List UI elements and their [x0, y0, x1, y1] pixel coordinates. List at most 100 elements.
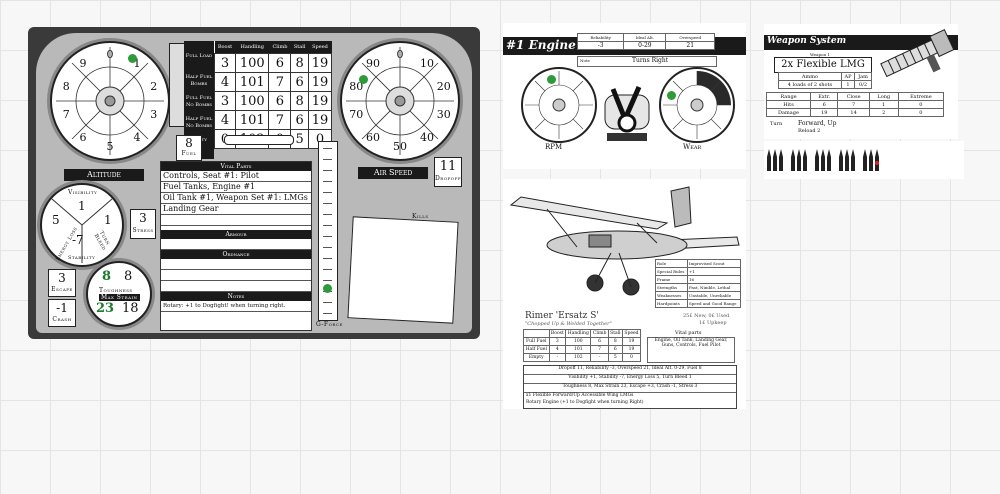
fuel-table-cell[interactable]: 4	[213, 72, 237, 92]
gforce-gauge[interactable]	[318, 141, 338, 321]
hits-value: 7	[837, 100, 870, 109]
vital-parts-title: Vital Parts	[161, 162, 311, 171]
crash-box[interactable]: -1 Crash	[48, 299, 76, 327]
damage-value: 0	[897, 108, 945, 117]
biplane-illustration-icon	[509, 186, 740, 296]
fuel-table-cell[interactable]: 7	[268, 72, 292, 92]
plane-stat-corner	[523, 329, 550, 338]
altitude-label: Altitude	[64, 169, 144, 181]
fuel-table-cell[interactable]: 101	[235, 72, 270, 92]
plane-price: 25£ New, 0£ Used	[683, 313, 730, 319]
plane-stat-label: Empty	[523, 353, 550, 362]
toughness-value: 8	[124, 269, 133, 284]
gforce-marker[interactable]	[323, 284, 332, 293]
ammo-bullet-icon[interactable]	[766, 147, 784, 173]
dropoff-label: Dropoff	[435, 175, 462, 182]
vital-part-line: Oil Tank #1, Weapon Set #1: LMGs	[161, 193, 311, 204]
armour-line	[161, 239, 311, 250]
damage-value: 2	[868, 108, 899, 117]
fuel-table-cell[interactable]: 19	[308, 110, 332, 130]
fuel-table-cell[interactable]: 19	[308, 91, 332, 111]
ammo-bullet-icon[interactable]	[838, 147, 856, 173]
plane-stat-value: 6	[590, 337, 609, 346]
fuel-table-cell[interactable]: 3	[213, 91, 237, 111]
gforce-label: G-Force	[316, 321, 343, 328]
gforce-tick	[323, 225, 332, 226]
fuel-table-cell[interactable]: 6	[290, 110, 309, 130]
fuel-table-cell[interactable]: 8	[290, 91, 309, 111]
gforce-tick	[323, 159, 332, 160]
fuel-box[interactable]: 8 Fuel	[176, 135, 202, 161]
fuel-table-cell[interactable]: 8	[290, 53, 309, 73]
altitude-dial-number: 9	[79, 56, 87, 70]
ordnance-line-3	[161, 281, 311, 292]
fuel-table-cell[interactable]: 3	[213, 53, 237, 73]
engine-stat-value: 21	[665, 41, 715, 50]
fuel-row-label: Half Fuel No Bombs	[185, 116, 213, 129]
gforce-tick	[323, 236, 332, 237]
trait-value: Unstable, Unreliable	[686, 291, 742, 300]
wear-dial[interactable]	[659, 67, 735, 143]
stability-ring: Visibility 1 5 1 -7 Energy Loss Turn Ble…	[40, 183, 124, 267]
damage-label: Damage	[766, 108, 811, 117]
gforce-tick	[323, 148, 332, 149]
hits-value: 1	[868, 100, 899, 109]
turn-bleed-value: 1	[104, 213, 112, 227]
fuel-table-cell[interactable]: 6	[268, 53, 292, 73]
fuel-table-cell[interactable]: 100	[235, 91, 270, 111]
gforce-tick	[323, 203, 332, 204]
plane-stat-label: Half Fuel	[523, 345, 550, 354]
rpm-dial[interactable]	[521, 67, 597, 143]
fuel-table-cell[interactable]: 7	[268, 110, 292, 130]
kills-card[interactable]	[347, 216, 459, 324]
escape-box[interactable]: 3 Escape	[48, 269, 76, 297]
plane-stat-header: Speed	[621, 329, 642, 338]
plane-stat-value: 8	[607, 337, 623, 346]
plane-stat-value: 0	[621, 353, 642, 362]
ammo-bullet-icon[interactable]	[862, 147, 880, 173]
fuel-table-cell[interactable]: 100	[235, 53, 270, 73]
engine-title: #1 Engine	[506, 38, 576, 52]
fuel-table-cell[interactable]: 6	[268, 91, 292, 111]
weapon-reload-label: Reload 2	[798, 128, 821, 134]
ammo-value: 4 loads of 2 shots	[778, 80, 842, 89]
stress-box[interactable]: 3 Stress	[130, 209, 156, 239]
fuel-table-cell[interactable]: 19	[308, 72, 332, 92]
engine-stat-value: -3	[576, 41, 625, 50]
wear-label: Wear	[683, 143, 702, 151]
damage-value: 14	[837, 108, 870, 117]
trait-value: +1	[686, 267, 742, 276]
fuel-table-cell[interactable]: 19	[308, 53, 332, 73]
damage-value: 19	[809, 108, 839, 117]
fuel-row-label: Full Load	[185, 53, 213, 59]
trait-key: Hardpoints	[655, 299, 688, 308]
fuel-table-cell[interactable]: 4	[213, 110, 237, 130]
fuel-table-cell[interactable]: 101	[235, 110, 270, 130]
altitude-marker[interactable]	[128, 54, 137, 63]
rpm-marker[interactable]	[547, 75, 556, 84]
wear-marker[interactable]	[667, 91, 676, 100]
plane-stat-value: -	[548, 353, 567, 362]
fuel-table-cell[interactable]: 6	[290, 72, 309, 92]
gforce-tick	[323, 170, 332, 171]
altitude-dial-number: 6	[79, 131, 87, 145]
hits-value: 0	[897, 100, 945, 109]
escape-value: 3	[58, 271, 66, 285]
ammo-bullet-icon[interactable]	[814, 147, 832, 173]
ammo-bullet-icon[interactable]	[790, 147, 808, 173]
dropoff-box[interactable]: 11 Dropoff	[434, 157, 462, 187]
engine-stat-header: Reliability	[576, 33, 625, 42]
gforce-tick	[323, 302, 332, 303]
plane-stat-value: 102	[565, 353, 592, 362]
airspeed-dial-face	[346, 47, 454, 155]
airspeed-marker[interactable]	[359, 75, 368, 84]
